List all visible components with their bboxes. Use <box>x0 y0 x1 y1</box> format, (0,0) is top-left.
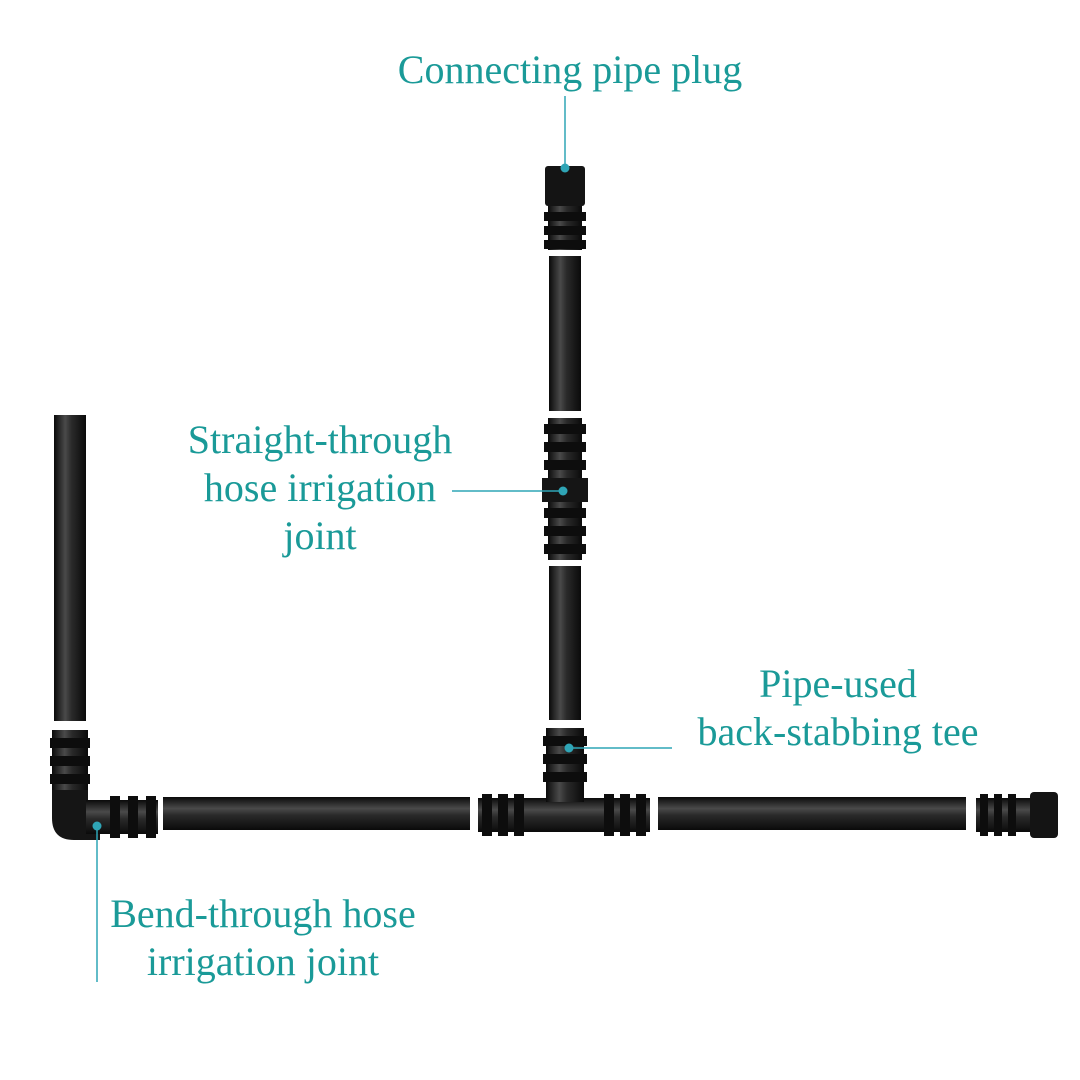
label-straight-line1: Straight-through <box>187 417 453 462</box>
label-straight-line2: hose irrigation <box>203 465 437 510</box>
label-bend-through-joint: Bend-through hose irrigation joint <box>92 890 434 986</box>
pipe-left-vertical <box>54 415 86 721</box>
label-bend-line2: irrigation joint <box>146 939 380 984</box>
top-plug <box>544 166 586 250</box>
pipe-center-lower <box>549 566 581 720</box>
leader-straight <box>452 486 568 496</box>
leader-dot-bend <box>92 821 102 831</box>
label-plug-line1: Connecting pipe plug <box>397 47 743 92</box>
pipe-center-upper <box>549 256 581 411</box>
label-straight-line3: joint <box>283 513 357 558</box>
leader-dot-tee <box>564 743 574 753</box>
leader-plug <box>560 96 570 173</box>
leader-dot-straight <box>558 486 568 496</box>
leader-dot-plug <box>560 163 570 173</box>
elbow-fitting <box>50 730 158 840</box>
pipe-bottom-left <box>163 797 470 830</box>
label-tee-line2: back-stabbing tee <box>697 709 979 754</box>
leader-tee <box>564 743 672 753</box>
label-back-stabbing-tee: Pipe-used back-stabbing tee <box>680 660 996 756</box>
label-tee-line1: Pipe-used <box>759 661 917 706</box>
right-end-plug <box>976 792 1058 838</box>
label-connecting-pipe-plug: Connecting pipe plug <box>380 46 760 94</box>
pipe-bottom-right <box>658 797 966 830</box>
leader-bend <box>92 821 102 982</box>
label-straight-through-joint: Straight-through hose irrigation joint <box>170 416 470 560</box>
tee-fitting <box>478 728 650 836</box>
label-bend-line1: Bend-through hose <box>110 891 416 936</box>
